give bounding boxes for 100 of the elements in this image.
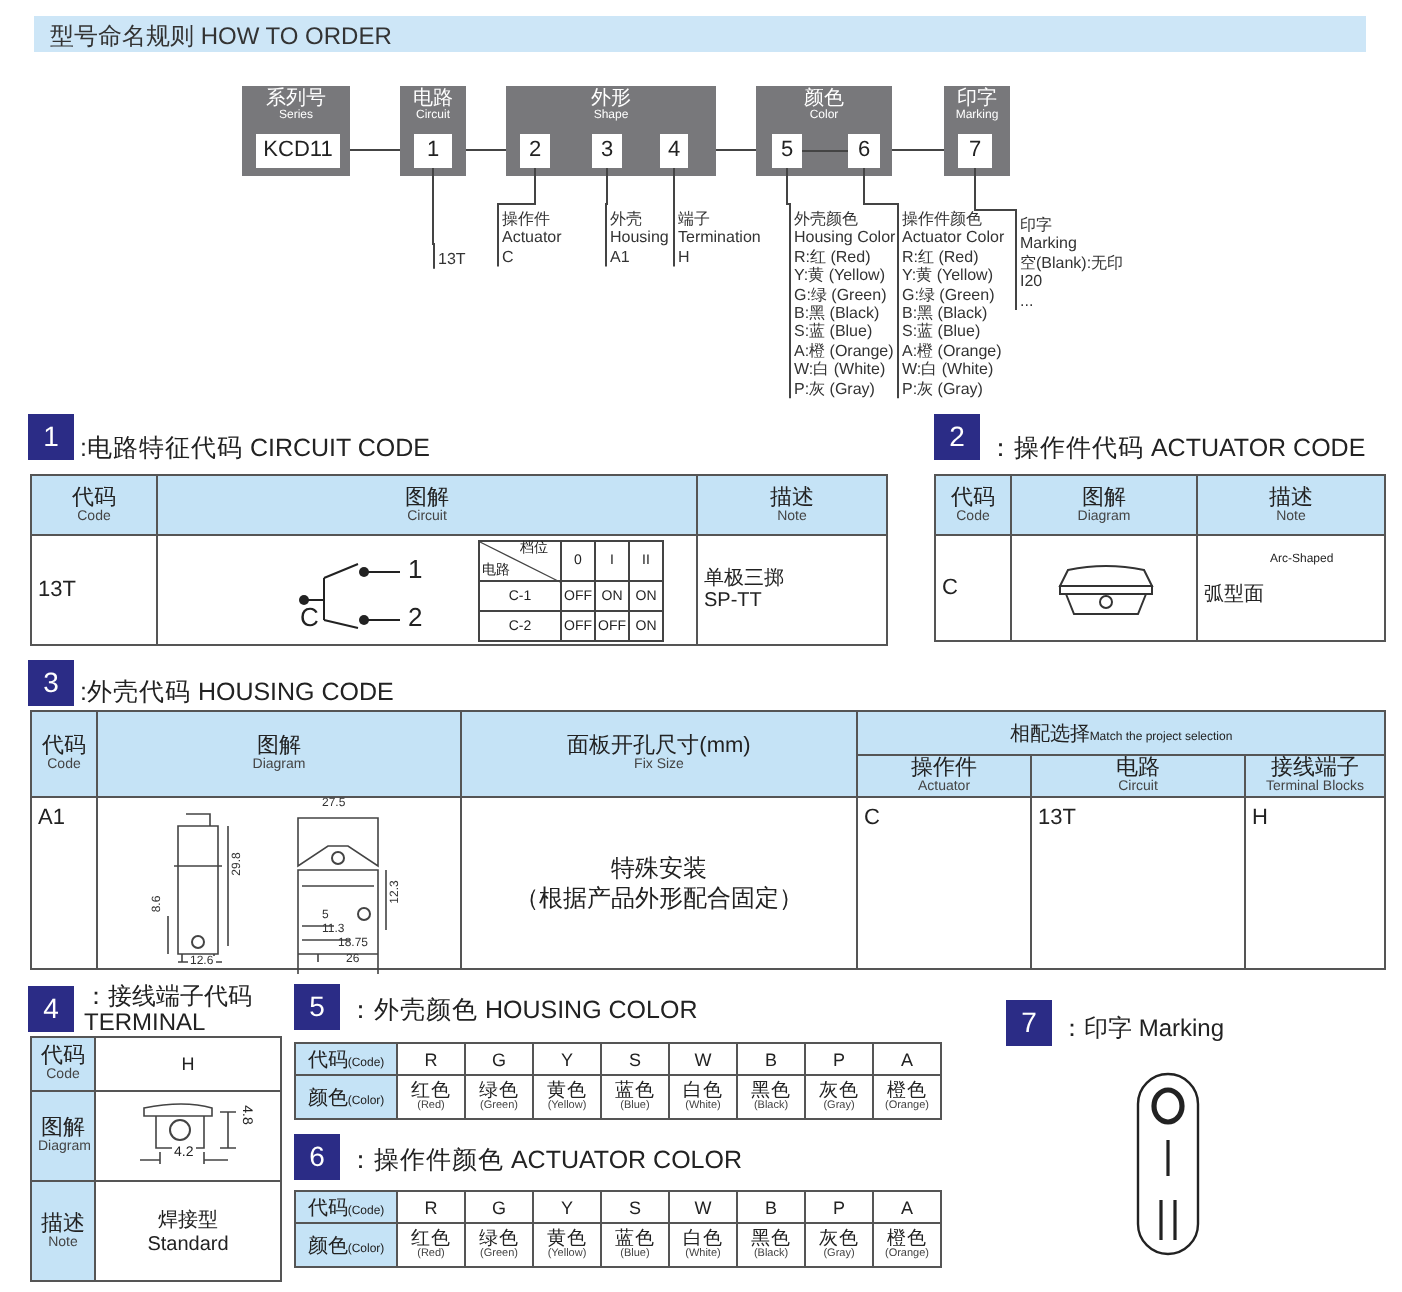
header-label: 代码 [307,1049,348,1071]
cell-text: S [626,1197,643,1217]
description-text: C [502,247,516,267]
section-number: 5 [294,984,340,1030]
cell-text: 灰色 [817,1230,861,1249]
header-label: 相配选择 [1009,723,1090,745]
header-label: 操作件 [909,756,979,780]
description-text: R:红 (Red) [794,247,873,267]
description-text: W:白 (White) [902,360,996,380]
group-title: 电路 [411,88,455,110]
section-number: 1 [28,414,74,460]
cell-text: 灰色 [817,1082,861,1101]
leader-line [432,167,435,270]
terminal-label: C [300,602,319,632]
connector-line [715,149,757,151]
cell-text: Y [558,1197,575,1217]
cell-text: 13T [1038,806,1078,830]
description-text: 操作件 [502,210,552,229]
description-text: A:橙 (Orange) [902,341,1004,361]
cell-text: 白色 [681,1230,725,1249]
cell-text: R [422,1049,440,1069]
cell-text: 橙色 [887,1230,927,1249]
section-heading: ：操作件代码 ACTUATOR CODE [988,432,1366,466]
cell-text: H [1252,806,1270,830]
description-text: G:绿 (Green) [902,285,997,305]
header-label: 面板开孔尺寸(mm) [565,734,753,758]
section-number: 2 [934,414,980,460]
title: 型号命名规则 HOW TO ORDER [50,20,392,54]
code-box: 6 [848,134,880,168]
description-text: Housing [610,228,669,248]
cell-text: A [898,1197,915,1217]
header-label: 描述 [39,1211,87,1235]
cell-text: Y [558,1049,575,1069]
header-label: 图解 [1082,485,1126,509]
code-box: 3 [592,134,622,168]
cell-text: SP-TT [704,590,764,612]
leader-line [605,167,608,268]
cell-text: （根据产品外形配合固定） [513,883,805,913]
connector-line [349,149,401,151]
header-label: 颜色 [307,1235,348,1257]
section-number: 3 [28,660,74,706]
code-box: 4 [660,134,688,168]
code-box: 5 [772,134,802,168]
description-text: 13T [438,250,466,269]
leader-line [863,167,899,400]
cell-text: C [864,806,882,830]
cell-text: 红色 [409,1082,453,1101]
cell-text: W [692,1197,714,1217]
cell-text: 特殊安装 [609,853,709,883]
description-text: Housing Color [794,228,896,248]
description-text: B:黑 (Black) [794,304,882,323]
cell-text: 白色 [681,1082,725,1101]
description-text: 端子 [678,210,712,229]
cell-text: A1 [38,806,67,830]
code-group-box [400,86,466,176]
section-heading: ：接线端子代码 TERMINAL [84,984,254,1036]
header-label: 代码 [949,485,997,509]
leader-line [974,167,1017,312]
description-text: Termination [678,228,761,248]
cell-text: 绿色 [477,1230,521,1249]
group-title: 系列号 [264,88,328,110]
description-text: A:橙 (Orange) [794,341,896,361]
section-heading: ：操作件颜色 ACTUATOR COLOR [348,1144,742,1178]
header-label: 图解 [41,1116,85,1140]
section-number: 7 [1006,1000,1052,1046]
code-box: 7 [958,134,992,168]
cell-text: 单极三掷 [704,568,786,590]
header-label: 代码 [40,734,88,758]
cell-text: 黑色 [749,1230,793,1249]
connector-line [801,150,849,152]
code-group-box [242,86,350,176]
code-box: 1 [414,134,452,168]
group-title: 印字 [957,88,997,110]
description-text: Y:黄 (Yellow) [902,266,995,286]
header-label: 图解 [403,485,451,509]
cell-text: 蓝色 [613,1230,657,1249]
cell-text: 红色 [409,1230,453,1249]
terminal-label: 1 [408,554,423,584]
cell-text: A [898,1049,915,1069]
header-label: 接线端子 [1271,756,1359,780]
header-label: 代码 [39,1044,87,1068]
cell-text: P [830,1197,847,1217]
cell-text: 弧型面 [1204,581,1266,608]
code-group-box [944,86,1010,176]
cell-text: H [179,1054,197,1074]
section-number: 4 [28,986,74,1032]
section-heading: ：外壳颜色 HOUSING COLOR [348,994,698,1028]
description-text: S:蓝 (Blue) [794,322,875,342]
description-text: P:灰 (Gray) [794,379,877,399]
code-box: KCD11 [256,134,340,168]
header-label: 颜色 [307,1087,348,1109]
connector-line [891,149,945,151]
cell-text: C [942,576,960,600]
cell-text: G [489,1049,508,1069]
description-text: 空(Blank):无印 [1020,253,1124,273]
cell-text: G [489,1197,508,1217]
header-label: 描述 [1267,485,1315,509]
description-text: G:绿 (Green) [794,285,889,305]
code-group-box [506,86,716,176]
cell-text: B [762,1049,779,1069]
